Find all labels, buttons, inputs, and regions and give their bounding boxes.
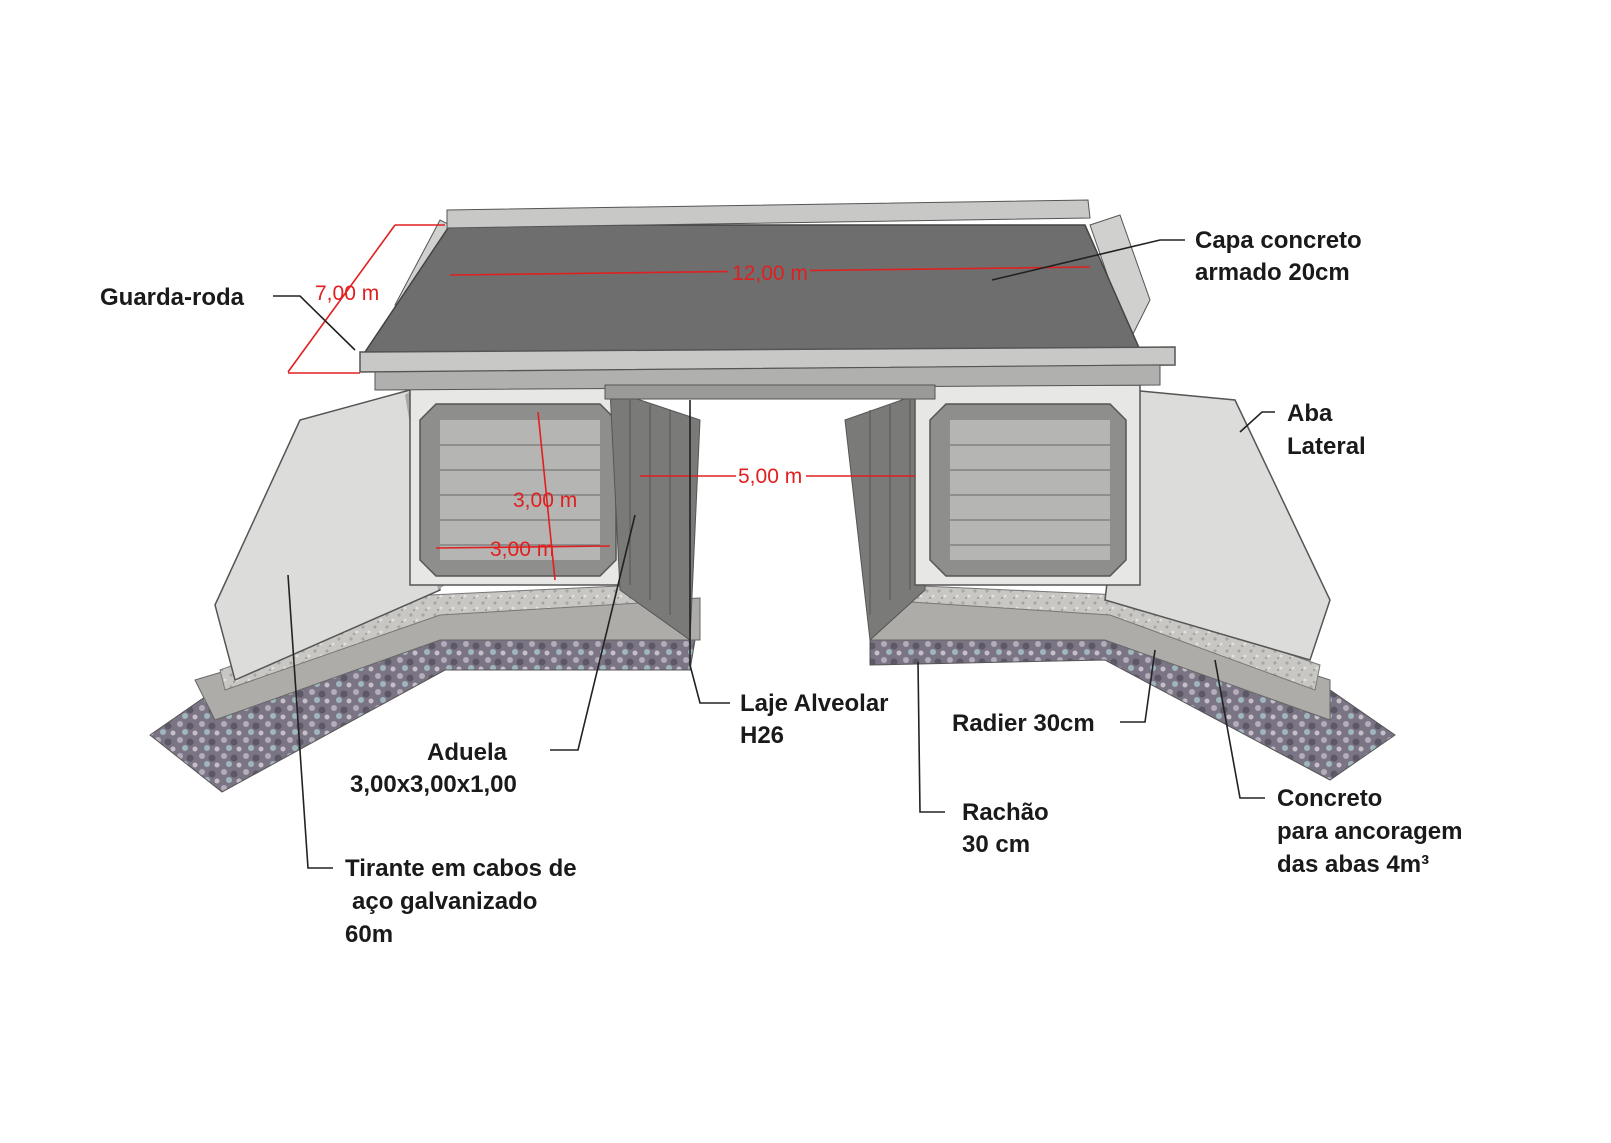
dimension-width: 7,00 m (287, 224, 445, 374)
dimension-cell-width-text: 3,00 m (490, 538, 554, 561)
label-line: Lateral (1287, 433, 1366, 460)
dimension-length-text: 12,00 m (732, 262, 808, 285)
label-laje-alveolar: Laje Alveolar H26 (740, 690, 889, 749)
label-line: 30 cm (962, 831, 1030, 858)
label-line: Tirante em cabos de (345, 855, 577, 882)
label-line: Rachão (962, 799, 1049, 826)
dimension-cell-width: 3,00 m (435, 538, 611, 561)
dimension-cell-height-text: 3,00 m (513, 489, 577, 512)
label-radier: Radier 30cm (952, 710, 1095, 737)
label-capa-concreto: Capa concreto armado 20cm (1195, 227, 1362, 286)
label-tirante: Tirante em cabos de aço galvanizado 60m (345, 855, 577, 948)
bridge-deck (359, 199, 1176, 400)
label-line: H26 (740, 722, 784, 749)
label-line: Concreto (1277, 785, 1382, 812)
dimension-length: 12,00 m (449, 258, 1091, 285)
label-line: para ancoragem (1277, 818, 1462, 845)
label-line: Aba (1287, 400, 1333, 427)
hollow-core-slab (604, 384, 936, 400)
dimension-width-text: 7,00 m (315, 282, 379, 305)
label-line: Aduela (427, 739, 508, 766)
leader-lines (273, 239, 1275, 869)
label-line: Capa concreto (1195, 227, 1362, 254)
dimension-span-text: 5,00 m (738, 465, 802, 488)
label-line: aço galvanizado (352, 888, 537, 915)
label-rachao: Rachão 30 cm (962, 799, 1049, 858)
label-line: 3,00x3,00x1,00 (350, 771, 517, 798)
label-line: Laje Alveolar (740, 690, 889, 717)
label-aduela: Aduela 3,00x3,00x1,00 (350, 739, 517, 798)
label-line: das abas 4m³ (1277, 851, 1429, 878)
label-concreto-ancoragem: Concreto para ancoragem das abas 4m³ (1277, 785, 1462, 878)
label-aba-lateral: Aba Lateral (1287, 400, 1366, 460)
dimension-span: 5,00 m (640, 462, 915, 488)
right-culvert-cell (844, 384, 1141, 642)
dimension-cell-height: 3,00 m (513, 411, 577, 581)
label-guarda-roda: Guarda-roda (100, 284, 245, 311)
label-line: 60m (345, 921, 393, 948)
label-line: armado 20cm (1195, 259, 1350, 286)
left-culvert-cell (409, 384, 701, 641)
